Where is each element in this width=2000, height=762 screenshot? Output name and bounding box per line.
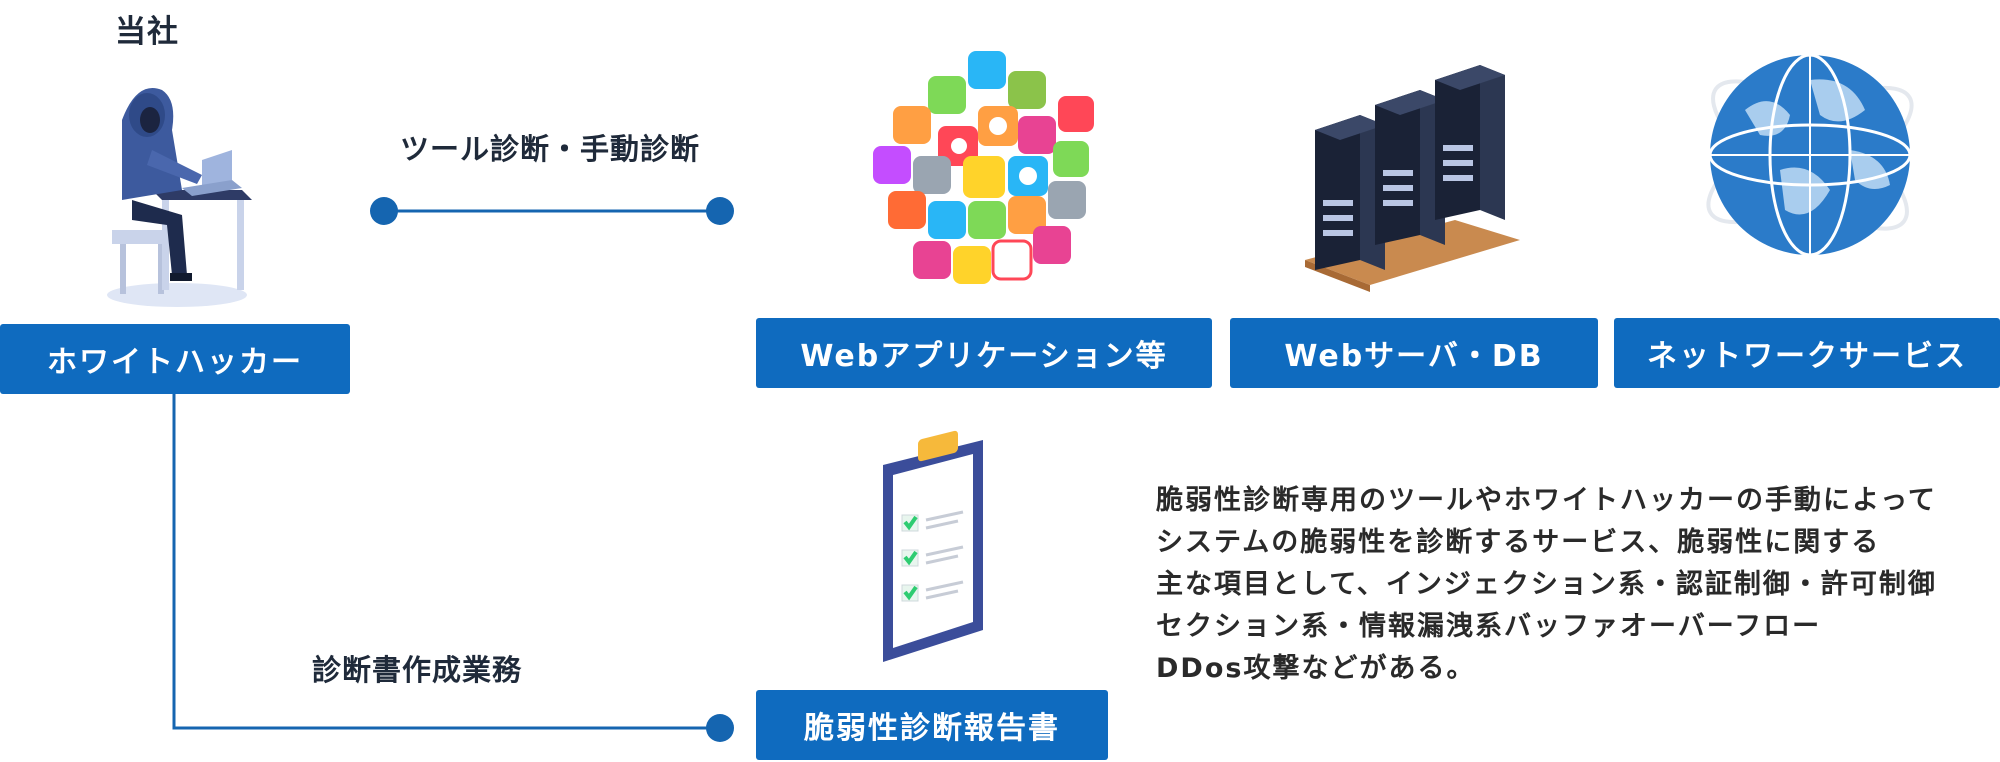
target-network-service-box: ネットワークサービス	[1614, 318, 2000, 388]
globe-network-icon	[1706, 53, 1914, 257]
bottom-connector-line	[172, 394, 734, 742]
company-label: 当社	[115, 14, 179, 50]
description-line: 主な項目として、インジェクション系・認証制御・許可制御	[1156, 569, 1937, 600]
app-icons-cluster-icon	[873, 51, 1094, 284]
clipboard-report-icon	[883, 430, 983, 662]
connector-top-label: ツール診断・手動診断	[400, 132, 701, 166]
description-text: 脆弱性診断専用のツールやホワイトハッカーの手動によって システムの脆弱性を診断す…	[1156, 480, 1996, 690]
connector-bottom-label: 診断書作成業務	[312, 653, 523, 687]
white-hacker-box: ホワイトハッカー	[0, 324, 350, 394]
description-line: 脆弱性診断専用のツールやホワイトハッカーの手動によって	[1156, 485, 1937, 516]
hacker-illustration	[107, 88, 252, 307]
server-racks-icon	[1305, 65, 1520, 292]
target-web-server-db-box: Webサーバ・DB	[1230, 318, 1598, 388]
description-line: セクション系・情報漏洩系バッファオーバーフロー	[1156, 611, 1822, 642]
description-line: システムの脆弱性を診断するサービス、脆弱性に関する	[1156, 527, 1881, 558]
top-connector-line	[370, 197, 734, 225]
report-box: 脆弱性診断報告書	[756, 690, 1108, 760]
target-web-application-box: Webアプリケーション等	[756, 318, 1212, 388]
description-line: DDos攻撃などがある。	[1156, 653, 1476, 684]
